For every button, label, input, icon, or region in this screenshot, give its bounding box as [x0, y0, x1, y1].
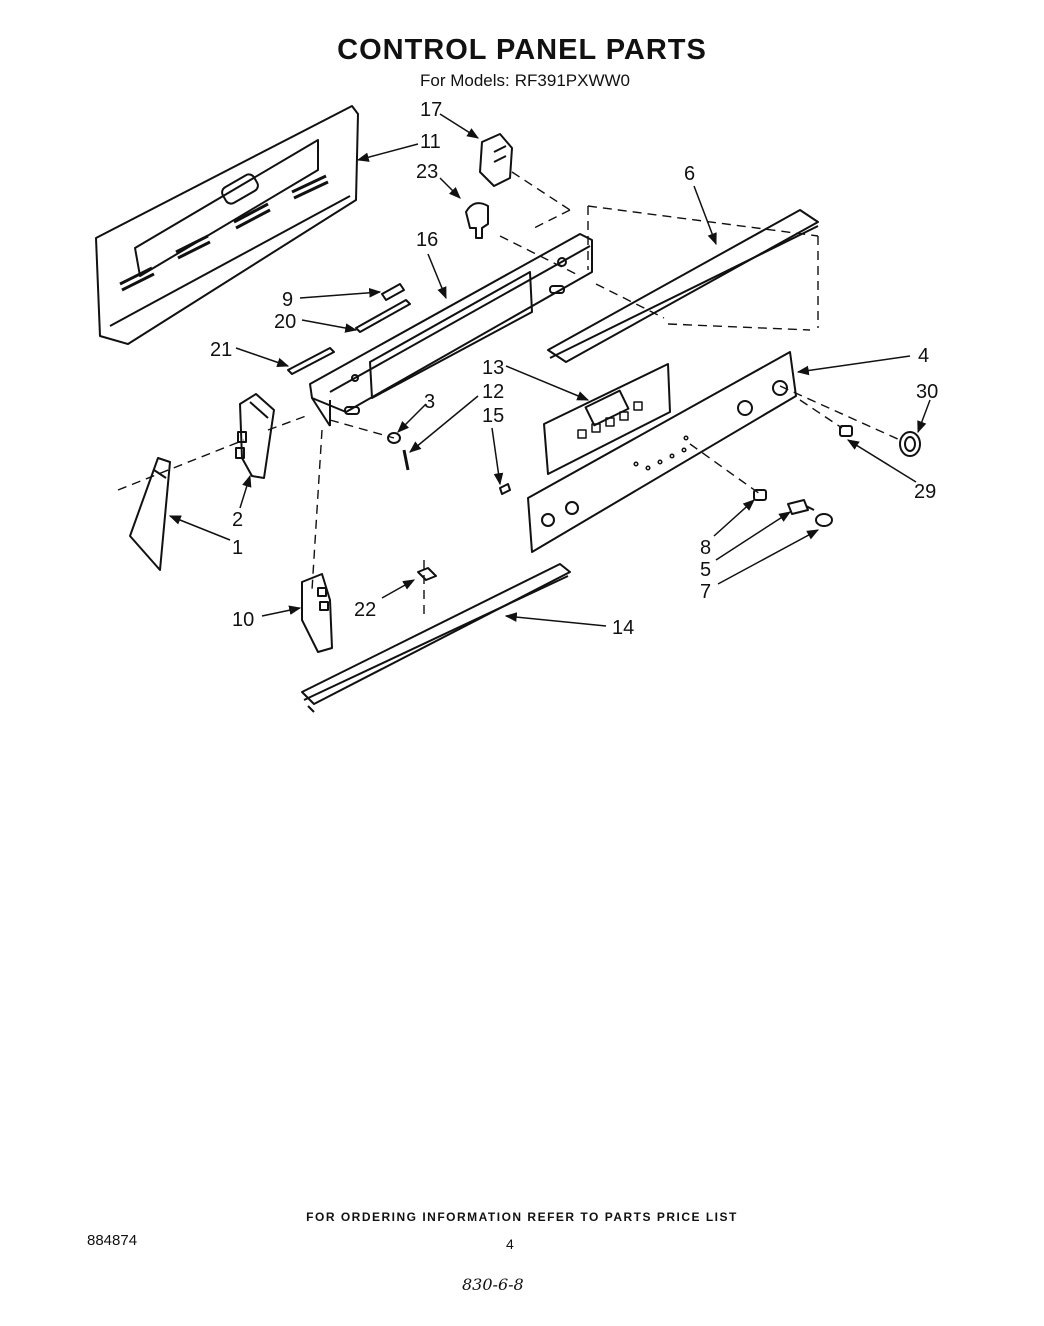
callout-21: 21 [210, 339, 232, 361]
part-15-clip [499, 483, 511, 495]
part-22-clip [417, 567, 437, 581]
part-14-bottom-trim [301, 563, 571, 713]
part-9-clip [381, 283, 405, 301]
part-10-side-bracket [301, 573, 333, 653]
callout-11: 11 [420, 131, 441, 153]
part-7-spring-clip [815, 513, 833, 527]
callout-labels: 17 11 23 6 16 9 20 21 13 12 4 30 3 15 29… [210, 99, 938, 639]
callout-5: 5 [700, 559, 711, 581]
callout-13: 13 [482, 357, 504, 379]
callout-4: 4 [918, 345, 929, 367]
ordering-note: FOR ORDERING INFORMATION REFER TO PARTS … [306, 1210, 738, 1224]
part-1-side-endcap [129, 457, 171, 571]
page-number: 4 [506, 1236, 514, 1252]
part-20-clip [355, 299, 411, 333]
callout-20: 20 [274, 311, 296, 333]
callout-9: 9 [282, 289, 293, 311]
part-11-rear-panel [95, 105, 359, 345]
callout-29: 29 [914, 481, 936, 503]
callout-leaders [168, 113, 931, 627]
callout-3: 3 [424, 391, 435, 413]
callout-12: 12 [482, 381, 504, 403]
callout-30: 30 [916, 381, 938, 403]
model-number: RF391PXWW0 [514, 71, 630, 90]
part-12-rod [402, 449, 410, 471]
part-6-top-trim [547, 209, 819, 363]
part-4-panel-face [527, 351, 797, 553]
callout-16: 16 [416, 229, 438, 251]
model-line: For Models:RF391PXWW0 [420, 71, 635, 91]
part-5-shaft [787, 499, 815, 515]
part-29-screw [839, 425, 853, 437]
part-23-bracket [465, 202, 489, 239]
callout-6: 6 [684, 163, 695, 185]
part-2-end-bracket [235, 393, 275, 479]
part-17-switch [479, 133, 513, 187]
callout-7: 7 [700, 581, 711, 603]
models-label: For Models: [420, 71, 510, 90]
handwritten-note: 830-6-8 [462, 1275, 524, 1294]
callout-8: 8 [700, 537, 711, 559]
callout-23: 23 [416, 161, 438, 183]
assembly-guides [117, 171, 901, 618]
callout-2: 2 [232, 509, 243, 531]
callout-10: 10 [232, 609, 254, 631]
callout-14: 14 [612, 617, 634, 639]
callout-22: 22 [354, 599, 376, 621]
part-13-timer-board [543, 363, 671, 475]
document-number: 884874 [87, 1232, 138, 1249]
part-21-clip [287, 347, 335, 375]
callout-17: 17 [420, 99, 442, 121]
part-16-control-housing [309, 233, 593, 427]
callout-15: 15 [482, 405, 504, 427]
page-title: CONTROL PANEL PARTS [337, 34, 707, 66]
part-3-screw [387, 432, 401, 444]
callout-1: 1 [232, 537, 243, 559]
part-30-knob [899, 431, 921, 457]
part-8-screw [753, 489, 767, 501]
